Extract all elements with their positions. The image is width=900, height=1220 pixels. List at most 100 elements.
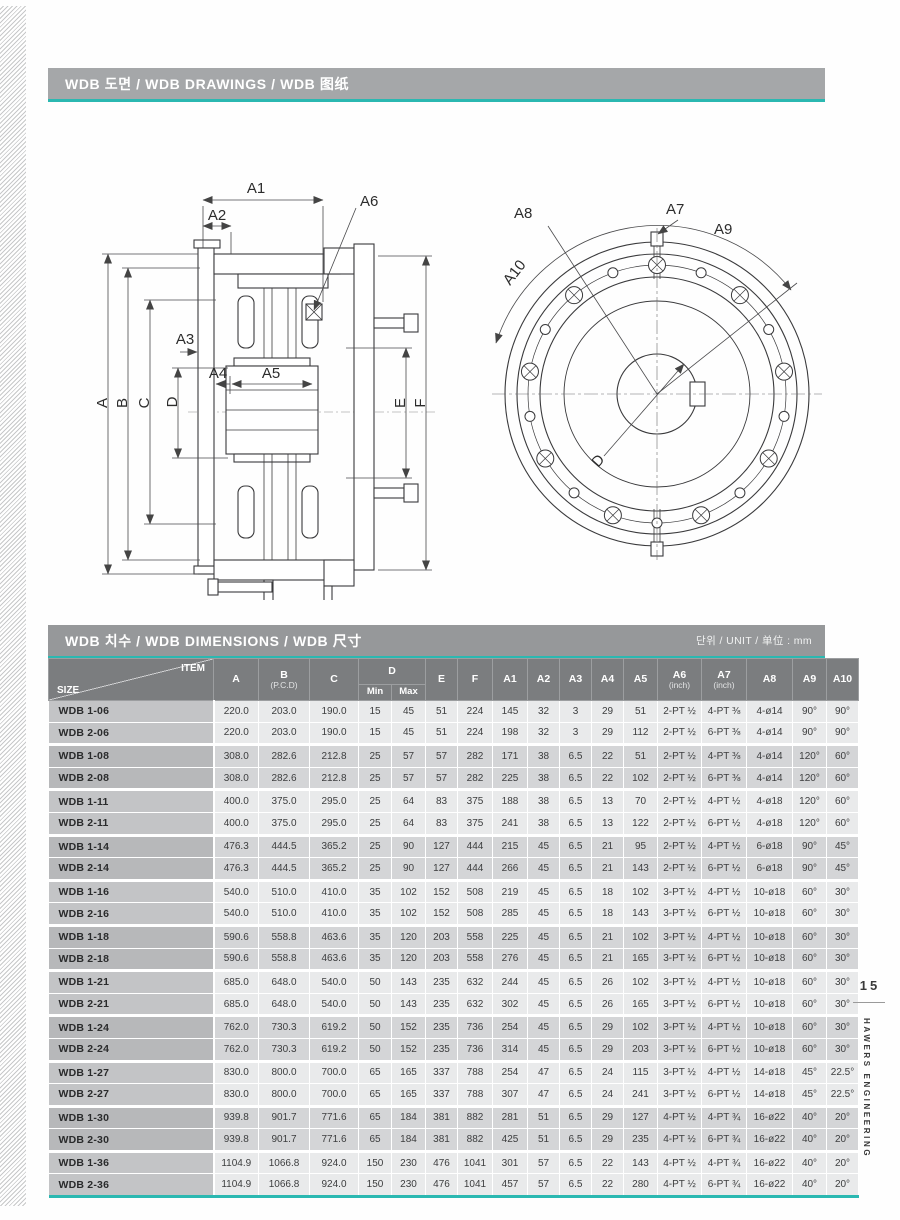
table-cell: 35 [358,947,392,971]
table-cell: 30° [826,1014,859,1039]
table-cell: 508 [457,878,493,903]
table-cell: 165 [391,1059,426,1084]
table-cell: 736 [457,1037,493,1061]
table-cell: 235 [425,992,458,1016]
table-cell: 64 [391,811,426,836]
table-cell: 4-PT ½ [701,833,747,858]
front-dimension-labels: A8 A7 A9 A10 D [500,201,733,471]
table-cell: 16-ø22 [746,1128,793,1152]
col-header-d: D [358,658,426,685]
dim-label-a8: A8 [514,205,532,222]
table-cell: 6.5 [559,969,592,994]
table-cell: 308.0 [213,743,259,768]
dim-label-f: F [412,398,429,407]
table-cell: 4-PT ½ [701,1014,747,1039]
table-cell: 10-ø18 [746,969,793,994]
table-cell: 220.0 [213,721,259,745]
row-size-label: WDB 2-14 [48,857,215,881]
table-cell: 6.5 [559,1037,592,1061]
table-cell: 45° [826,857,859,881]
table-cell: 18 [591,902,624,926]
dim-label-a: A [94,398,111,408]
table-cell: 3-PT ½ [657,1059,702,1084]
table-cell: 25 [358,833,392,858]
table-cell: 35 [358,878,392,903]
drawings-section-header: WDB 도면 / WDB DRAWINGS / WDB 图纸 [48,68,825,102]
table-cell: 25 [358,766,392,790]
table-cell: 235 [425,1014,458,1039]
table-cell: 308.0 [213,766,259,790]
table-cell: 90° [792,833,827,858]
table-cell: 16-ø22 [746,1149,793,1174]
table-cell: 10-ø18 [746,947,793,971]
col-header-a10: A10 [826,658,859,701]
table-cell: 6-PT ½ [701,811,747,836]
drawings-section-title: WDB 도면 / WDB DRAWINGS / WDB 图纸 [65,75,350,92]
table-cell: 38 [527,788,560,813]
table-cell: 102 [391,902,426,926]
table-cell: 184 [391,1128,426,1152]
col-header-d-max: Max [391,684,426,701]
table-cell: 241 [623,1083,658,1107]
unit-label: 단위 / UNIT / 单位 : mm [696,635,812,647]
table-cell: 6-ø18 [746,857,793,881]
table-cell: 558.8 [258,923,310,949]
table-cell: 224 [457,700,493,723]
table-cell: 2-PT ½ [657,811,702,836]
table-cell: 540.0 [309,969,359,994]
table-cell: 800.0 [258,1083,310,1107]
table-cell: 4-PT ½ [657,1128,702,1152]
table-cell: 65 [358,1104,392,1129]
table-cell: 6.5 [559,857,592,881]
table-cell: 6-PT ½ [701,1083,747,1107]
table-cell: 20° [826,1149,859,1174]
col-header-a9: A9 [792,658,827,701]
table-cell: 365.2 [309,857,359,881]
table-cell: 51 [527,1104,560,1129]
table-cell: 924.0 [309,1149,359,1174]
table-cell: 60° [826,788,859,813]
table-cell: 90° [826,700,859,723]
table-cell: 6.5 [559,992,592,1016]
page-number: 15 [859,978,881,993]
table-cell: 4-PT ½ [701,1059,747,1084]
table-cell: 6.5 [559,1059,592,1084]
table-cell: 230 [391,1173,426,1197]
table-cell: 16-ø22 [746,1173,793,1197]
table-cell: 50 [358,992,392,1016]
table-cell: 590.6 [213,947,259,971]
table-cell: 29 [591,1014,624,1039]
table-cell: 45 [391,700,426,723]
table-cell: 90° [792,700,827,723]
table-cell: 184 [391,1104,426,1129]
table-cell: 60° [792,992,827,1016]
table-cell: 3-PT ½ [657,1083,702,1107]
table-cell: 6.5 [559,743,592,768]
table-cell: 4-PT ¾ [701,1149,747,1174]
table-cell: 150 [358,1149,392,1174]
table-cell: 29 [591,1128,624,1152]
table-cell: 219 [492,878,528,903]
table-cell: 145 [492,700,528,723]
table-cell: 444.5 [258,833,310,858]
table-cell: 115 [623,1059,658,1084]
table-cell: 463.6 [309,923,359,949]
table-cell: 282.6 [258,743,310,768]
table-cell: 558.8 [258,947,310,971]
table-cell: 15 [358,700,392,723]
table-cell: 6.5 [559,788,592,813]
table-cell: 444 [457,833,493,858]
table-cell: 60° [826,743,859,768]
table-cell: 302 [492,992,528,1016]
table-cell: 50 [358,1014,392,1039]
table-cell: 301 [492,1149,528,1174]
table-cell: 2-PT ½ [657,788,702,813]
